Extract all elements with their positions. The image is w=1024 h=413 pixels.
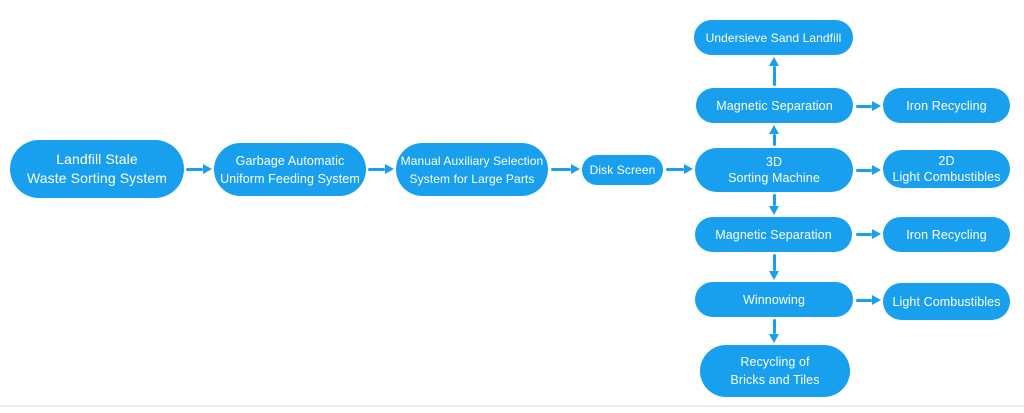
arrow-head: [684, 164, 693, 174]
node-iron-recycling-bottom: Iron Recycling: [883, 217, 1010, 252]
arrow-landfill-to-garbage: [186, 163, 212, 175]
node-2d-light-combustibles: 2D Light Combustibles: [883, 150, 1010, 188]
arrow-head: [769, 57, 779, 66]
node-label: Undersieve Sand Landfill: [705, 30, 842, 45]
arrow-winnowing-to-recycling-bricks: [768, 319, 780, 343]
arrow-stem: [856, 232, 872, 236]
node-iron-recycling-top: Iron Recycling: [883, 88, 1010, 123]
arrow-head: [872, 229, 881, 239]
node-label: Light Combustibles: [892, 294, 1001, 309]
node-label: Waste Sorting System: [27, 170, 167, 186]
node-label: Bricks and Tiles: [730, 373, 820, 387]
node-garbage-automatic-uniform-feeding-system: Garbage Automatic Uniform Feeding System: [214, 143, 366, 196]
arrow-3d-sorting-to-2d-combustibles: [856, 164, 881, 176]
node-magnetic-separation-top: Magnetic Separation: [696, 88, 853, 123]
node-label: 2D: [938, 154, 955, 168]
node-label: Iron Recycling: [906, 98, 987, 113]
node-disk-screen: Disk Screen: [582, 155, 663, 185]
node-label: Landfill Stale: [56, 151, 138, 167]
arrow-stem: [772, 319, 776, 334]
arrow-stem: [551, 167, 571, 171]
arrow-manual-to-disk-screen: [551, 163, 580, 175]
arrow-head: [571, 164, 580, 174]
arrow-magnetic1-to-undersieve: [768, 57, 780, 86]
node-light-combustibles: Light Combustibles: [883, 283, 1010, 320]
node-recycling-of-bricks-and-tiles: Recycling of Bricks and Tiles: [700, 345, 850, 397]
arrow-stem: [666, 167, 684, 171]
node-label: Sorting Machine: [728, 171, 820, 185]
node-label: Winnowing: [742, 292, 806, 307]
node-label: Magnetic Separation: [716, 98, 833, 113]
node-landfill-stale-waste-sorting-system: Landfill Stale Waste Sorting System: [10, 140, 184, 198]
arrow-head: [385, 164, 394, 174]
arrow-head: [872, 165, 881, 175]
arrow-head: [872, 101, 881, 111]
arrow-stem: [772, 194, 776, 206]
arrow-3d-sorting-to-magnetic2: [768, 194, 780, 215]
node-label: Iron Recycling: [906, 227, 987, 242]
arrow-garbage-to-manual: [368, 163, 394, 175]
node-label: Recycling of: [740, 355, 810, 369]
arrow-3d-sorting-to-magnetic1: [768, 125, 780, 146]
node-winnowing: Winnowing: [695, 282, 853, 317]
node-3d-sorting-machine: 3D Sorting Machine: [695, 148, 853, 192]
arrow-head: [769, 125, 779, 134]
arrow-stem: [772, 134, 776, 146]
arrow-stem: [856, 104, 872, 108]
arrow-head: [203, 164, 212, 174]
arrow-disk-screen-to-3d-sorting: [666, 163, 693, 175]
arrow-stem: [368, 167, 385, 171]
arrow-head: [769, 334, 779, 343]
arrow-winnowing-to-light-combustibles: [856, 294, 881, 306]
arrow-head: [769, 271, 779, 280]
arrow-head: [872, 295, 881, 305]
arrow-stem: [186, 167, 203, 171]
arrow-magnetic2-to-iron2: [856, 228, 881, 240]
node-label: Disk Screen: [589, 163, 656, 177]
arrow-stem: [856, 168, 872, 172]
node-label: Light Combustibles: [892, 170, 1001, 184]
node-label: 3D: [765, 155, 783, 169]
arrow-stem: [772, 66, 776, 86]
arrow-stem: [772, 254, 776, 271]
arrow-stem: [856, 298, 872, 302]
arrow-magnetic2-to-winnowing: [768, 254, 780, 280]
node-label: Manual Auxiliary Selection: [400, 153, 544, 168]
node-magnetic-separation-bottom: Magnetic Separation: [695, 217, 852, 252]
node-label: Uniform Feeding System: [220, 171, 360, 186]
arrow-head: [769, 206, 779, 215]
node-label: System for Large Parts: [409, 171, 535, 186]
node-undersieve-sand-landfill: Undersieve Sand Landfill: [694, 20, 853, 55]
node-label: Garbage Automatic: [235, 153, 345, 168]
arrow-magnetic1-to-iron1: [856, 100, 881, 112]
node-label: Magnetic Separation: [715, 227, 832, 242]
node-manual-auxiliary-selection-system: Manual Auxiliary Selection System for La…: [396, 143, 548, 196]
image-bottom-edge: [0, 405, 1024, 407]
